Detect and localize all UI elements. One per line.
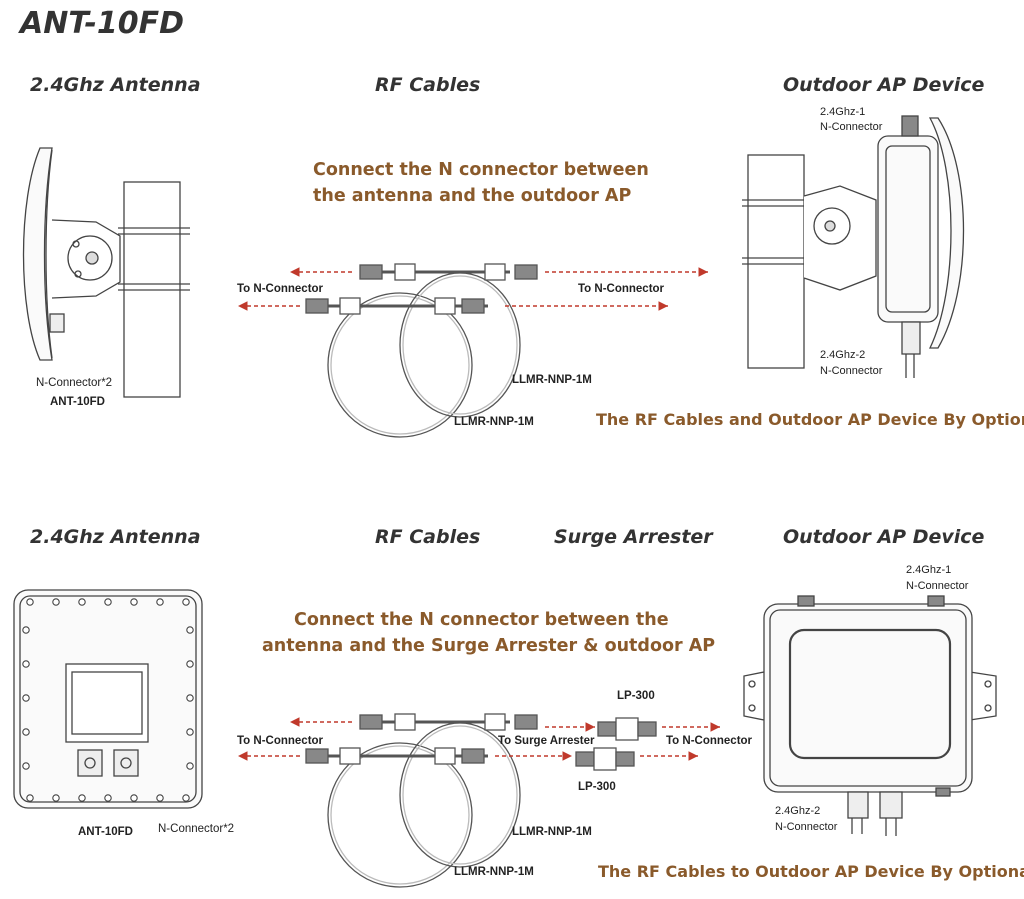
screw-hole (130, 598, 138, 606)
top-optional-note: The RF Cables and Outdoor AP Device By O… (596, 410, 1024, 429)
screw-hole (104, 598, 112, 606)
screw-hole (182, 794, 190, 802)
screw-hole (22, 728, 30, 736)
bottom-lp-bottom-label: LP-300 (578, 781, 616, 793)
top-ap-port2-line1: 2.4Ghz-2 (820, 349, 866, 361)
ap-device-side-view (742, 115, 965, 378)
bottom-instruction-line2: antenna and the Surge Arrester & outdoor… (262, 636, 716, 656)
bottom-header-ap: Outdoor AP Device (783, 526, 985, 548)
cable-coils-top (305, 263, 538, 438)
top-instruction-line2: the antenna and the outdoor AP (313, 186, 632, 206)
screw-hole (78, 794, 86, 802)
screw-hole (186, 728, 194, 736)
screw-hole (130, 794, 138, 802)
top-label-to-n-left: To N-Connector (237, 283, 324, 295)
top-label-to-n-right: To N-Connector (578, 283, 665, 295)
bottom-cable-label-b: LLMR-NNP-1M (454, 866, 534, 878)
screw-hole (104, 794, 112, 802)
top-antenna-connector-label: N-Connector*2 (36, 377, 113, 389)
antenna-front-view (13, 589, 203, 809)
screw-hole (26, 598, 34, 606)
top-header-ap: Outdoor AP Device (783, 74, 985, 96)
arrows-bottom (238, 717, 720, 761)
arrows-top (238, 267, 708, 311)
bottom-label-to-n-left: To N-Connector (237, 735, 324, 747)
bottom-optional-note: The RF Cables to Outdoor AP Device By Op… (598, 862, 1024, 881)
bottom-label-to-surge: To Surge Arrester (498, 735, 595, 747)
antenna-screw-holes (22, 598, 194, 802)
screw-hole (22, 626, 30, 634)
bottom-label-to-n-right: To N-Connector (666, 735, 753, 747)
bottom-antenna-connector-label: N-Connector*2 (158, 823, 235, 835)
screw-hole (156, 794, 164, 802)
screw-hole (186, 762, 194, 770)
screw-hole (52, 794, 60, 802)
bottom-antenna-model-label: ANT-10FD (78, 826, 133, 838)
top-antenna-model-label: ANT-10FD (50, 396, 105, 408)
bottom-instruction-line1: Connect the N connector between the (294, 610, 669, 630)
bottom-ap-port1-line1: 2.4Ghz-1 (906, 564, 952, 576)
bottom-ap-port2-line1: 2.4Ghz-2 (775, 805, 821, 817)
bottom-ap-port1-line2: N-Connector (906, 580, 969, 592)
bottom-cable-label-a: LLMR-NNP-1M (512, 826, 592, 838)
top-instruction-line1: Connect the N connector between (313, 160, 649, 180)
screw-hole (78, 598, 86, 606)
top-ap-port1-line2: N-Connector (820, 121, 883, 133)
top-header-antenna: 2.4Ghz Antenna (30, 74, 201, 96)
bottom-ap-port2-line2: N-Connector (775, 821, 838, 833)
cable-coils-bottom (305, 713, 538, 888)
screw-hole (22, 762, 30, 770)
surge-arresters (575, 717, 657, 771)
bottom-header-cables: RF Cables (375, 526, 481, 548)
antenna-side-view (22, 147, 190, 398)
screw-hole (26, 794, 34, 802)
bottom-header-antenna: 2.4Ghz Antenna (30, 526, 201, 548)
screw-hole (52, 598, 60, 606)
screw-hole (186, 660, 194, 668)
top-ap-port1-line1: 2.4Ghz-1 (820, 106, 866, 118)
top-header-cables: RF Cables (375, 74, 481, 96)
screw-hole (182, 598, 190, 606)
screw-hole (22, 660, 30, 668)
screw-hole (22, 694, 30, 702)
bottom-lp-top-label: LP-300 (617, 690, 655, 702)
screw-hole (186, 694, 194, 702)
page-title: ANT-10FD (20, 6, 184, 41)
screw-hole (156, 598, 164, 606)
top-ap-port2-line2: N-Connector (820, 365, 883, 377)
ap-device-front-view (743, 595, 997, 836)
top-cable-label-a: LLMR-NNP-1M (512, 374, 592, 386)
top-cable-label-b: LLMR-NNP-1M (454, 416, 534, 428)
bottom-header-surge: Surge Arrester (554, 526, 713, 548)
screw-hole (186, 626, 194, 634)
